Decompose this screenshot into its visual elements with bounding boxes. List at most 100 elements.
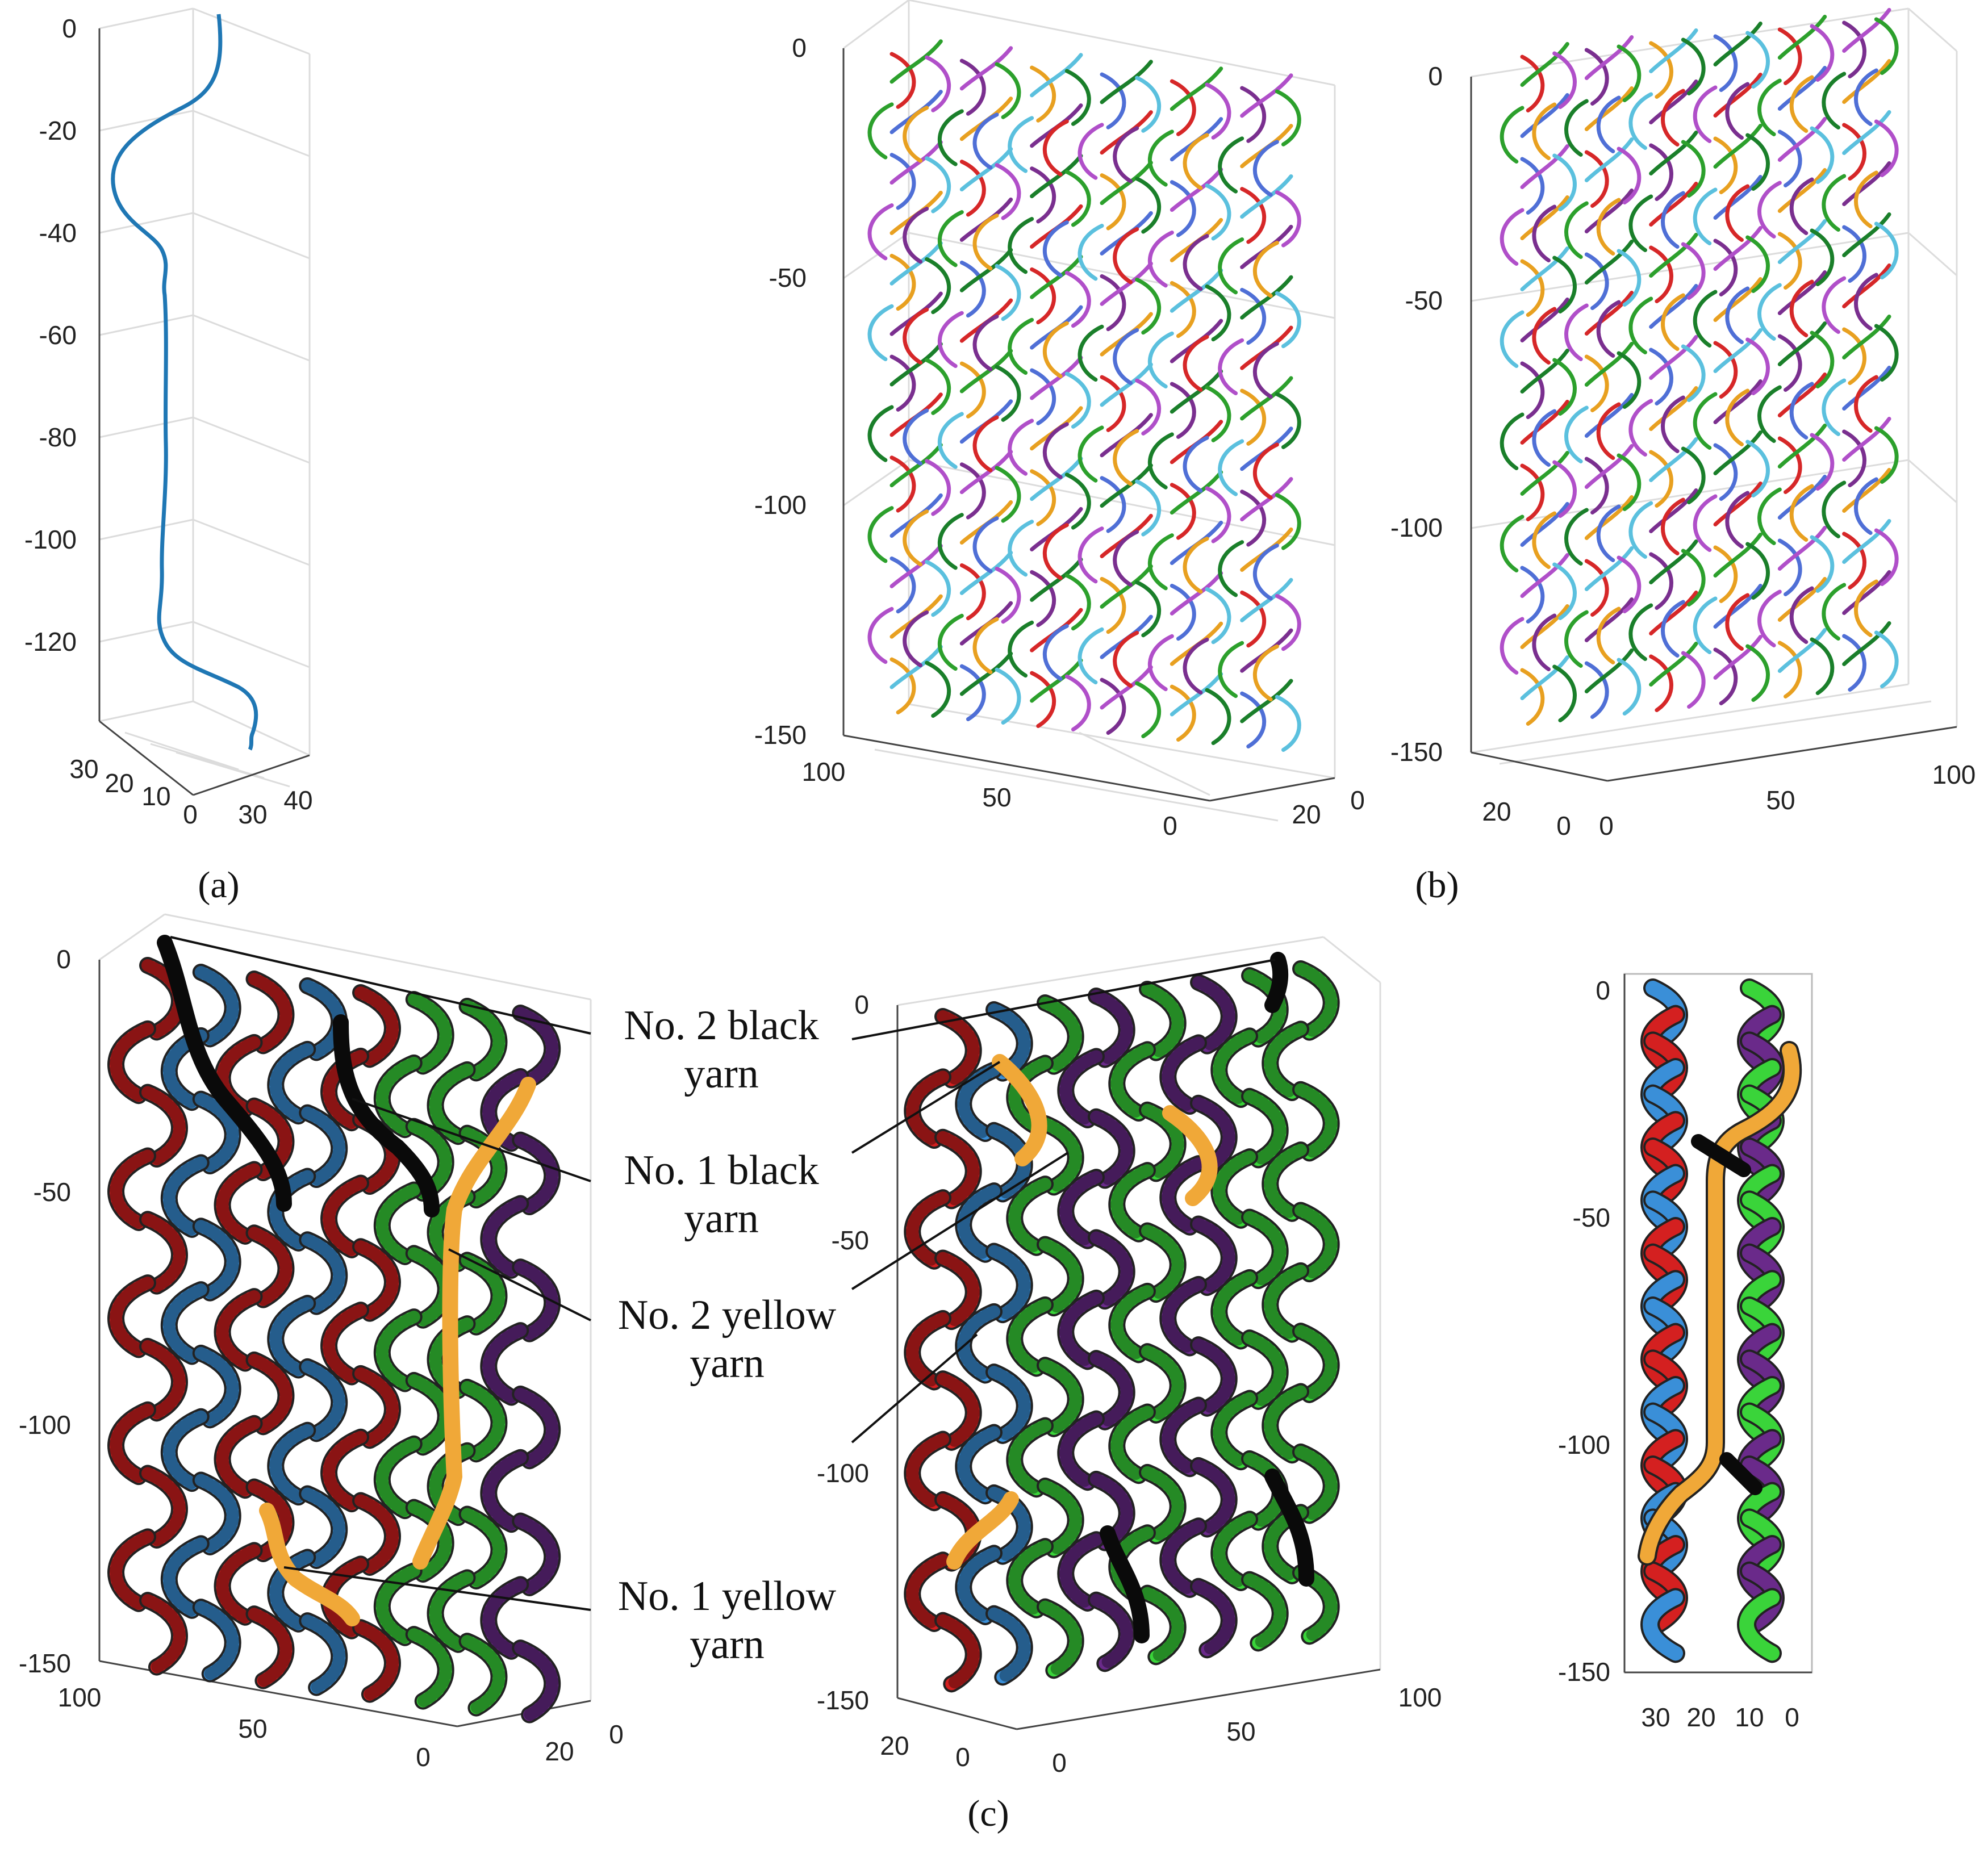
yarn-tube-hatch [194,966,239,1045]
yarn-tube-hatch [216,1417,261,1497]
yarn-segment [889,354,916,412]
yarn-segment [1183,537,1209,594]
yarn-tube [216,1544,261,1624]
yarn-tube-hatch [354,1367,399,1447]
yarn-segment [1777,373,1827,417]
yarn-tube [354,1494,399,1574]
yarn-tube [482,1451,527,1531]
yarn-segment [1064,270,1091,328]
yarn-tube-hatch [407,993,452,1073]
yarn-tube [1039,1359,1082,1435]
yarn-segment [1135,479,1162,537]
yarn-segment [1240,477,1293,522]
yarn-segment [1100,677,1126,735]
callout-leaders [170,936,1276,1611]
yarn-tube-hatch [514,1133,559,1214]
yarn-tube-hatch [1090,1231,1133,1308]
yarn-segment [1113,630,1139,688]
yarn-segment [1713,482,1763,526]
panel-a-z-tick: -100 [24,525,77,554]
panel-b-left-y-tick: 0 [1350,785,1365,815]
yarn-segment [925,257,951,315]
yarn-segment [1240,86,1267,143]
yarn-segment [1135,378,1162,436]
yarn-tube [1162,1278,1205,1354]
yarn-segment [1777,129,1802,187]
yarn-segment [1628,603,1653,661]
yarn-segment [1042,523,1069,580]
yarn-segment [1842,417,1891,462]
yarn-tube [988,1366,1031,1442]
yarn-segment [1745,440,1770,497]
yarn-segment [1205,284,1231,342]
yarn-segment [1042,220,1069,278]
callout-no2-yellow: No. 2 yellow yarn [618,1292,837,1387]
yarn-tube-hatch [1090,1593,1133,1670]
yarn-segment [1725,593,1750,651]
yarn-tube [248,973,293,1052]
yarn-tube [906,1312,949,1388]
yarn-segment [1713,73,1763,118]
yarn-tube [514,1642,559,1721]
yarn-segment [1874,426,1899,484]
panel-a-y-tick: 30 [238,800,267,829]
yarn-segment [1042,321,1069,379]
yarn-tube-hatch [110,1277,154,1356]
yarn-segment [1681,242,1706,300]
panel-c-right-axes [1623,973,1813,1674]
yarn-tube [1059,1533,1102,1609]
black-yarn [1691,1134,1751,1177]
yarn-tube [1294,1083,1338,1160]
yarn-tube-hatch [906,1312,949,1388]
yarn-tube-hatch [1039,997,1082,1073]
yarn-segment [1532,102,1557,160]
yarn-segment [1147,634,1174,692]
yarn-segment [1240,679,1293,723]
panel-c-left-x-tick: 0 [416,1742,431,1772]
panel-b-left-yarn-lines [867,39,1301,752]
yarn-segment [1874,119,1899,177]
yarn-tube-hatch [407,1628,452,1708]
yarn-segment [1275,493,1301,550]
yarn-segment [1584,86,1634,131]
yarn-tube [162,1283,207,1363]
yarn-segment [1822,72,1847,129]
yarn-segment [867,506,894,563]
yarn-tube-hatch [1243,1211,1287,1287]
yarn-tube-hatch [1264,1023,1307,1099]
yarn-tube [1110,1164,1154,1240]
yarn-segment [1520,361,1545,419]
yarn-segment [1777,424,1827,468]
yarn-tube-hatch [1110,1285,1154,1361]
yarn-tube-hatch [1192,1338,1235,1415]
yarn-segment [1842,519,1891,564]
yarn-segment [1810,228,1835,286]
yarn-segment [1218,237,1244,295]
yarn-tube [482,1578,527,1658]
yarn-tube-hatch [375,1183,420,1263]
yarn-tube-hatch [194,1346,239,1427]
yarn-tube-hatch [248,1608,293,1687]
yarn-tube [216,1417,261,1497]
yarn-tube-hatch [429,1571,474,1651]
panel-a-x-tick: 20 [105,768,133,798]
yarn-tube-hatch [1141,1224,1184,1301]
yarn-segment [1064,472,1091,530]
yarn-tube [1739,1590,1780,1661]
yarn-segment [1030,557,1083,602]
yarn-segment [1520,566,1545,624]
yarn-segment [1874,324,1899,382]
yarn-tube [1294,1325,1338,1401]
panel-c-left-y-tick: 0 [609,1720,624,1749]
yarn-tube-hatch [957,1185,1000,1261]
yarn-tube-hatch [162,1537,207,1617]
yarn-segment [1275,593,1301,651]
yarn-segment [1842,366,1891,411]
yarn-tube-hatch [937,1373,980,1449]
yarn-tube-hatch [957,1426,1000,1503]
yarn-tube [162,1410,207,1490]
yarn-segment [1030,570,1056,628]
panel-c-middle-x-tick: 50 [1226,1717,1255,1746]
yarn-segment [1661,89,1685,147]
yarn-tube [269,1551,314,1630]
